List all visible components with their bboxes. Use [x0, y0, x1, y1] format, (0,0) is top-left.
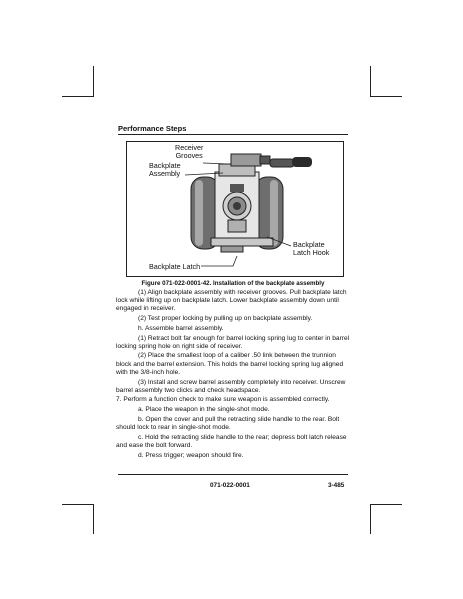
crop-mark [62, 96, 94, 97]
step-text: (3) Install and screw barrel assembly co… [116, 378, 346, 394]
page-number: 3-485 [328, 482, 345, 489]
step-text: (2) Place the smallest loop of a caliber… [116, 352, 344, 376]
crop-mark [62, 504, 94, 505]
label-backplate-assembly: Backplate Assembly [149, 161, 181, 178]
step-text: b. Open the cover and pull the retractin… [116, 415, 340, 432]
backplate-illustration [184, 153, 312, 267]
label-receiver-grooves: Receiver Grooves [175, 143, 204, 160]
step-text: (1) Retract bolt far enough for barrel l… [116, 334, 350, 350]
step-text: h. Assemble barrel assembly. [138, 324, 224, 332]
label-backplate-latch: Backplate Latch [149, 262, 201, 271]
step-text: 7. Perform a function check to make sure… [116, 396, 330, 404]
step-text: a. Place the weapon in the single-shot m… [138, 406, 270, 414]
document-number: 071-022-0001 [210, 482, 250, 489]
header-rule [118, 134, 348, 135]
crop-mark [93, 66, 94, 96]
section-header: Performance Steps [118, 124, 187, 133]
crop-mark [370, 504, 402, 505]
crop-mark [370, 66, 371, 96]
figure-frame: Receiver Grooves Backplate Assembly Back… [126, 141, 344, 277]
figure-caption: Figure 071-022-0001-42. Installation of … [141, 280, 325, 287]
crop-mark [93, 504, 94, 534]
step-text: c. Hold the retracting slide handle to t… [116, 433, 347, 449]
performance-steps-body: (1) Align backplate assembly with receiv… [116, 289, 352, 462]
label-backplate-latch-hook: Backplate Latch Hook [293, 240, 330, 257]
step-text: d. Press trigger; weapon should fire. [138, 451, 244, 459]
crop-mark [370, 504, 371, 534]
step-text: (2) Test proper locking by pulling up on… [138, 315, 313, 323]
footer-rule [118, 474, 348, 475]
step-text: (1) Align backplate assembly with receiv… [116, 289, 347, 313]
crop-mark [370, 96, 402, 97]
